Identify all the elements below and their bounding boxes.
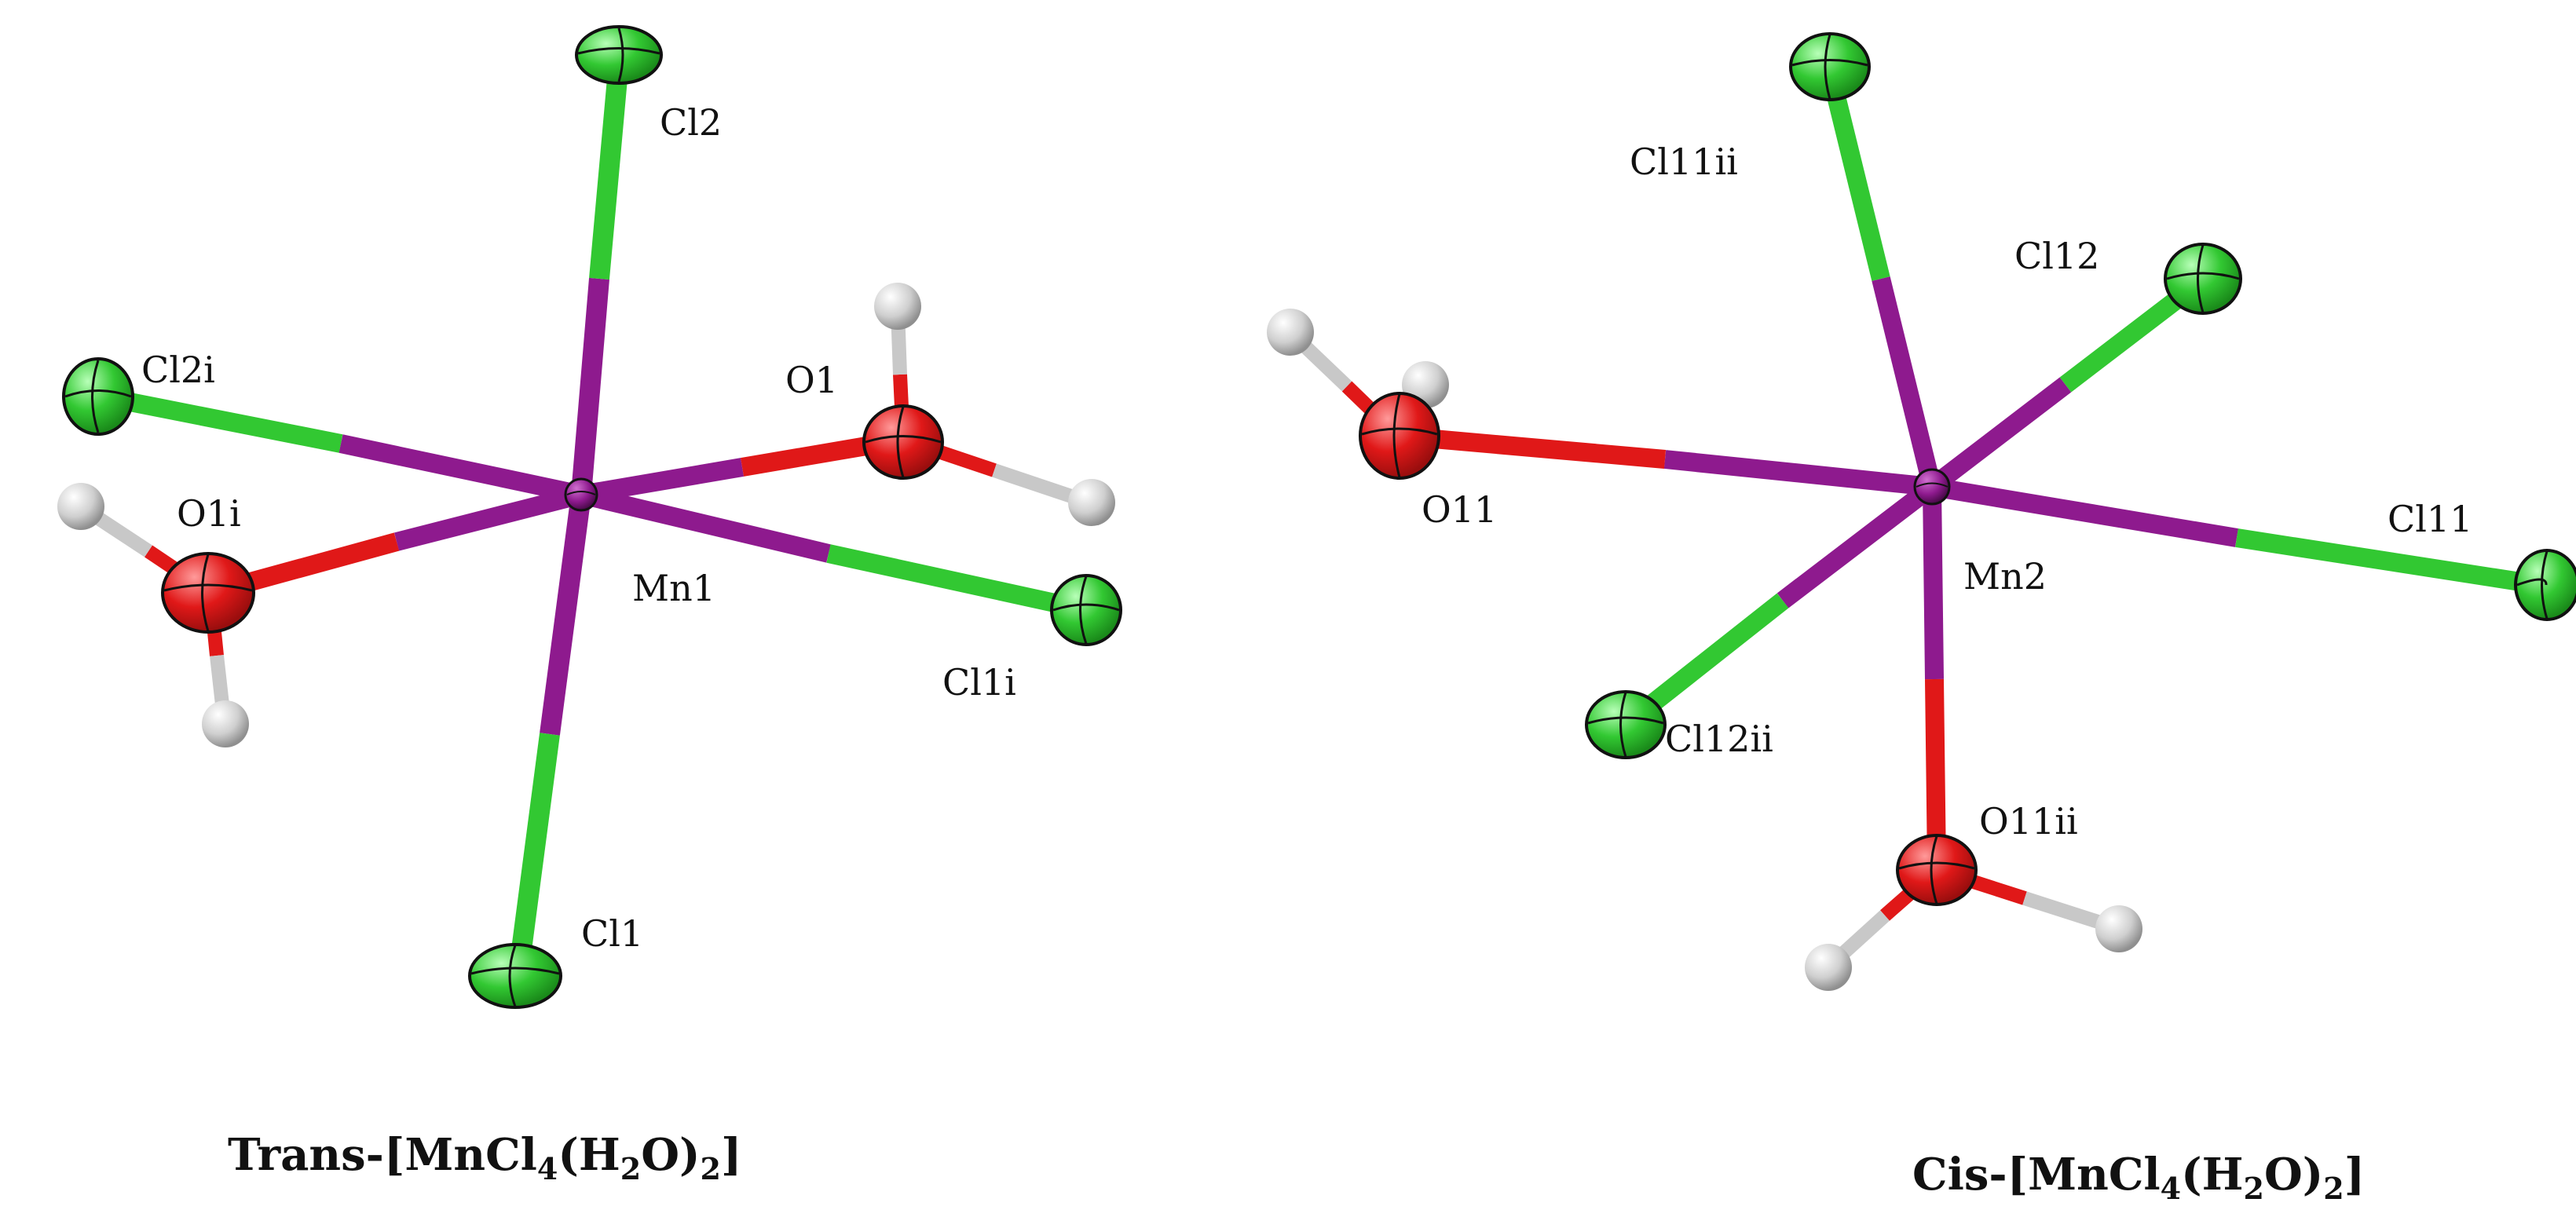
label-cl1i: Cl1i	[942, 661, 1016, 704]
caption-trans-sub2: 2	[620, 1151, 641, 1186]
atom-o11ii	[1896, 834, 1978, 906]
atom-h-o1-top	[874, 283, 921, 330]
bond-mn1-cl1i-cl-half	[826, 544, 1082, 618]
label-cl2: Cl2	[660, 101, 722, 144]
atom-h-o1i-top	[57, 483, 104, 530]
cis-atoms	[1267, 32, 2576, 991]
caption-trans: Trans-[MnCl4(H2O)2]	[228, 1129, 741, 1186]
bond-mn2-cl11-mn-half	[1930, 477, 2238, 547]
bond-mn1-cl1i-mn-half	[579, 485, 831, 563]
bond-mn1-cl2-cl-half	[589, 60, 629, 280]
bond-mn1-cl2i-mn-half	[338, 434, 584, 504]
atom-cl12ii	[1585, 690, 1667, 759]
atom-cl11ii	[1789, 32, 1871, 101]
caption-trans-suffix: ]	[721, 1129, 742, 1181]
caption-cis-prefix: Cis-[MnCl	[1912, 1149, 2161, 1201]
bond-mn1-o1-mn-half	[579, 458, 745, 504]
label-mn2: Mn2	[1963, 555, 2047, 598]
bond-mn2-cl12ii-cl-half	[1627, 593, 1789, 726]
caption-trans-mid2: O)	[641, 1129, 700, 1181]
label-o1i: O1i	[177, 492, 241, 535]
caption-trans-sub1: 4	[537, 1151, 558, 1186]
atom-h-o11ii-right	[2095, 905, 2142, 952]
trans-molecule: Cl2 Cl2i O1 O1i Mn1 Cl1i Cl1	[57, 25, 1122, 1009]
label-cl2i: Cl2i	[141, 349, 215, 391]
label-mn1: Mn1	[632, 567, 715, 609]
atom-cl12	[2164, 243, 2242, 315]
cis-atom-labels: Cl11ii Cl12 O11 Mn2 Cl11 Cl12ii O11ii	[1422, 141, 2472, 842]
label-cl1: Cl1	[581, 912, 643, 955]
bond-mn2-o11ii-mn-half	[1923, 486, 1944, 680]
label-o11: O11	[1422, 488, 1497, 531]
atom-mn2	[1913, 468, 1951, 506]
atom-cl1i	[1050, 574, 1122, 646]
caption-cis: Cis-[MnCl4(H2O)2]	[1912, 1149, 2365, 1206]
atom-o1	[862, 404, 944, 480]
atom-cl11	[2514, 549, 2576, 621]
atom-cl2i	[62, 357, 134, 436]
caption-trans-sub3: 2	[701, 1151, 721, 1186]
caption-cis-sub1: 4	[2161, 1171, 2181, 1206]
bond-mn2-cl12-mn-half	[1926, 377, 2072, 495]
label-o11ii: O11ii	[1979, 800, 2078, 842]
bond-mn1-cl1-cl-half	[508, 733, 560, 975]
cis-molecule: Cl11ii Cl12 O11 Mn2 Cl11 Cl12ii O11ii	[1267, 32, 2576, 991]
bond-mn1-cl2i-cl-half	[100, 387, 343, 453]
caption-trans-mid1: (H	[558, 1129, 620, 1181]
caption-trans-prefix: Trans-[MnCl	[228, 1129, 537, 1181]
bond-mn2-o11-mn-half	[1663, 450, 1934, 496]
trans-atoms	[57, 25, 1122, 1009]
label-cl12: Cl12	[2014, 235, 2099, 277]
bond-mn2-cl11ii-mn-half	[1872, 276, 1941, 489]
caption-cis-sub2: 2	[2244, 1171, 2264, 1206]
bond-mn2-o11-o-half	[1396, 426, 1667, 469]
label-cl11: Cl11	[2388, 498, 2472, 540]
caption-cis-mid1: (H	[2181, 1149, 2243, 1201]
atom-mn1	[564, 477, 598, 512]
bond-mn2-cl11ii-cl-half	[1820, 68, 1890, 281]
label-cl11ii: Cl11ii	[1630, 141, 1738, 183]
label-cl12ii: Cl12ii	[1665, 718, 1773, 760]
trans-atom-labels: Cl2 Cl2i O1 O1i Mn1 Cl1i Cl1	[141, 101, 1016, 955]
label-o1: O1	[785, 359, 838, 401]
atom-h-o1-right	[1068, 479, 1115, 526]
atom-cl1	[468, 943, 562, 1009]
bond-mn1-cl1-mn-half	[540, 493, 591, 736]
caption-cis-sub3: 2	[2323, 1171, 2344, 1206]
caption-cis-suffix: ]	[2344, 1149, 2366, 1201]
atom-cl2	[575, 25, 663, 85]
bond-mn2-cl12ii-mn-half	[1776, 479, 1938, 608]
bond-mn1-cl2-mn-half	[571, 277, 609, 496]
caption-cis-mid2: O)	[2264, 1149, 2323, 1201]
bond-mn1-o1i-mn-half	[394, 485, 584, 551]
atom-o11	[1359, 392, 1440, 480]
bond-mn2-cl11-cl-half	[2235, 528, 2542, 594]
atom-h-o11-left	[1267, 309, 1314, 356]
atom-h-o1i-bottom	[202, 700, 249, 747]
atom-h-o11ii-left	[1805, 944, 1852, 991]
atom-o1i	[161, 552, 255, 634]
